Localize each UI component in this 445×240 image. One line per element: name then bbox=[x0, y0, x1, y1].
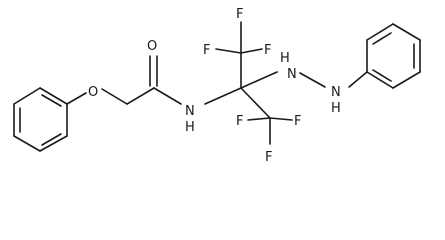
phenyl-ring bbox=[366, 23, 421, 89]
bond-hydrazine-n-to-ring bbox=[348, 71, 368, 88]
atom-h-amide: H bbox=[185, 120, 195, 135]
bond-hydrazine-n-n bbox=[299, 72, 326, 88]
bond-ether-o-to-ch2 bbox=[101, 88, 128, 105]
atom-n-hydrazine-1: N bbox=[287, 67, 297, 82]
atom-n-hydrazine-2: N bbox=[331, 85, 341, 100]
bond-n-to-quaternary-c bbox=[204, 87, 242, 105]
atom-h-hydrazine-2: H bbox=[331, 101, 341, 116]
phenoxy-ring bbox=[13, 87, 68, 152]
atom-f-bottom-left: F bbox=[236, 114, 243, 129]
atom-o-carbonyl: O bbox=[147, 39, 157, 54]
bond-ch2-to-carbonyl bbox=[126, 87, 155, 105]
bond-qc-to-hydrazine-n bbox=[240, 71, 278, 89]
atom-f-bottom-right: F bbox=[294, 114, 301, 129]
atom-f-top-right: F bbox=[264, 43, 271, 58]
bond-cf3-bottom-f-right bbox=[269, 117, 293, 121]
bond-qc-to-cf3-bottom bbox=[240, 87, 271, 119]
bond-ring-to-ether-o bbox=[66, 92, 87, 105]
chemical-structure: O O N H F F F F F F H N N H bbox=[13, 7, 421, 165]
atom-f-top-left: F bbox=[203, 43, 210, 58]
bond-cf3-bottom-f-left bbox=[247, 117, 271, 121]
atom-f-bottom-down: F bbox=[265, 150, 272, 165]
atom-labels: O O N H F F F F F F H N N H bbox=[88, 7, 341, 165]
bond-carbonyl-to-n bbox=[153, 87, 182, 105]
bond-cf3-top-f-left bbox=[215, 48, 242, 54]
atom-n-amide: N bbox=[185, 104, 195, 119]
atom-h-hydrazine-1: H bbox=[280, 51, 290, 66]
bond-cf3-top-f-right bbox=[240, 48, 263, 54]
atom-f-top-up: F bbox=[236, 7, 243, 22]
atom-o-ether: O bbox=[88, 85, 98, 100]
